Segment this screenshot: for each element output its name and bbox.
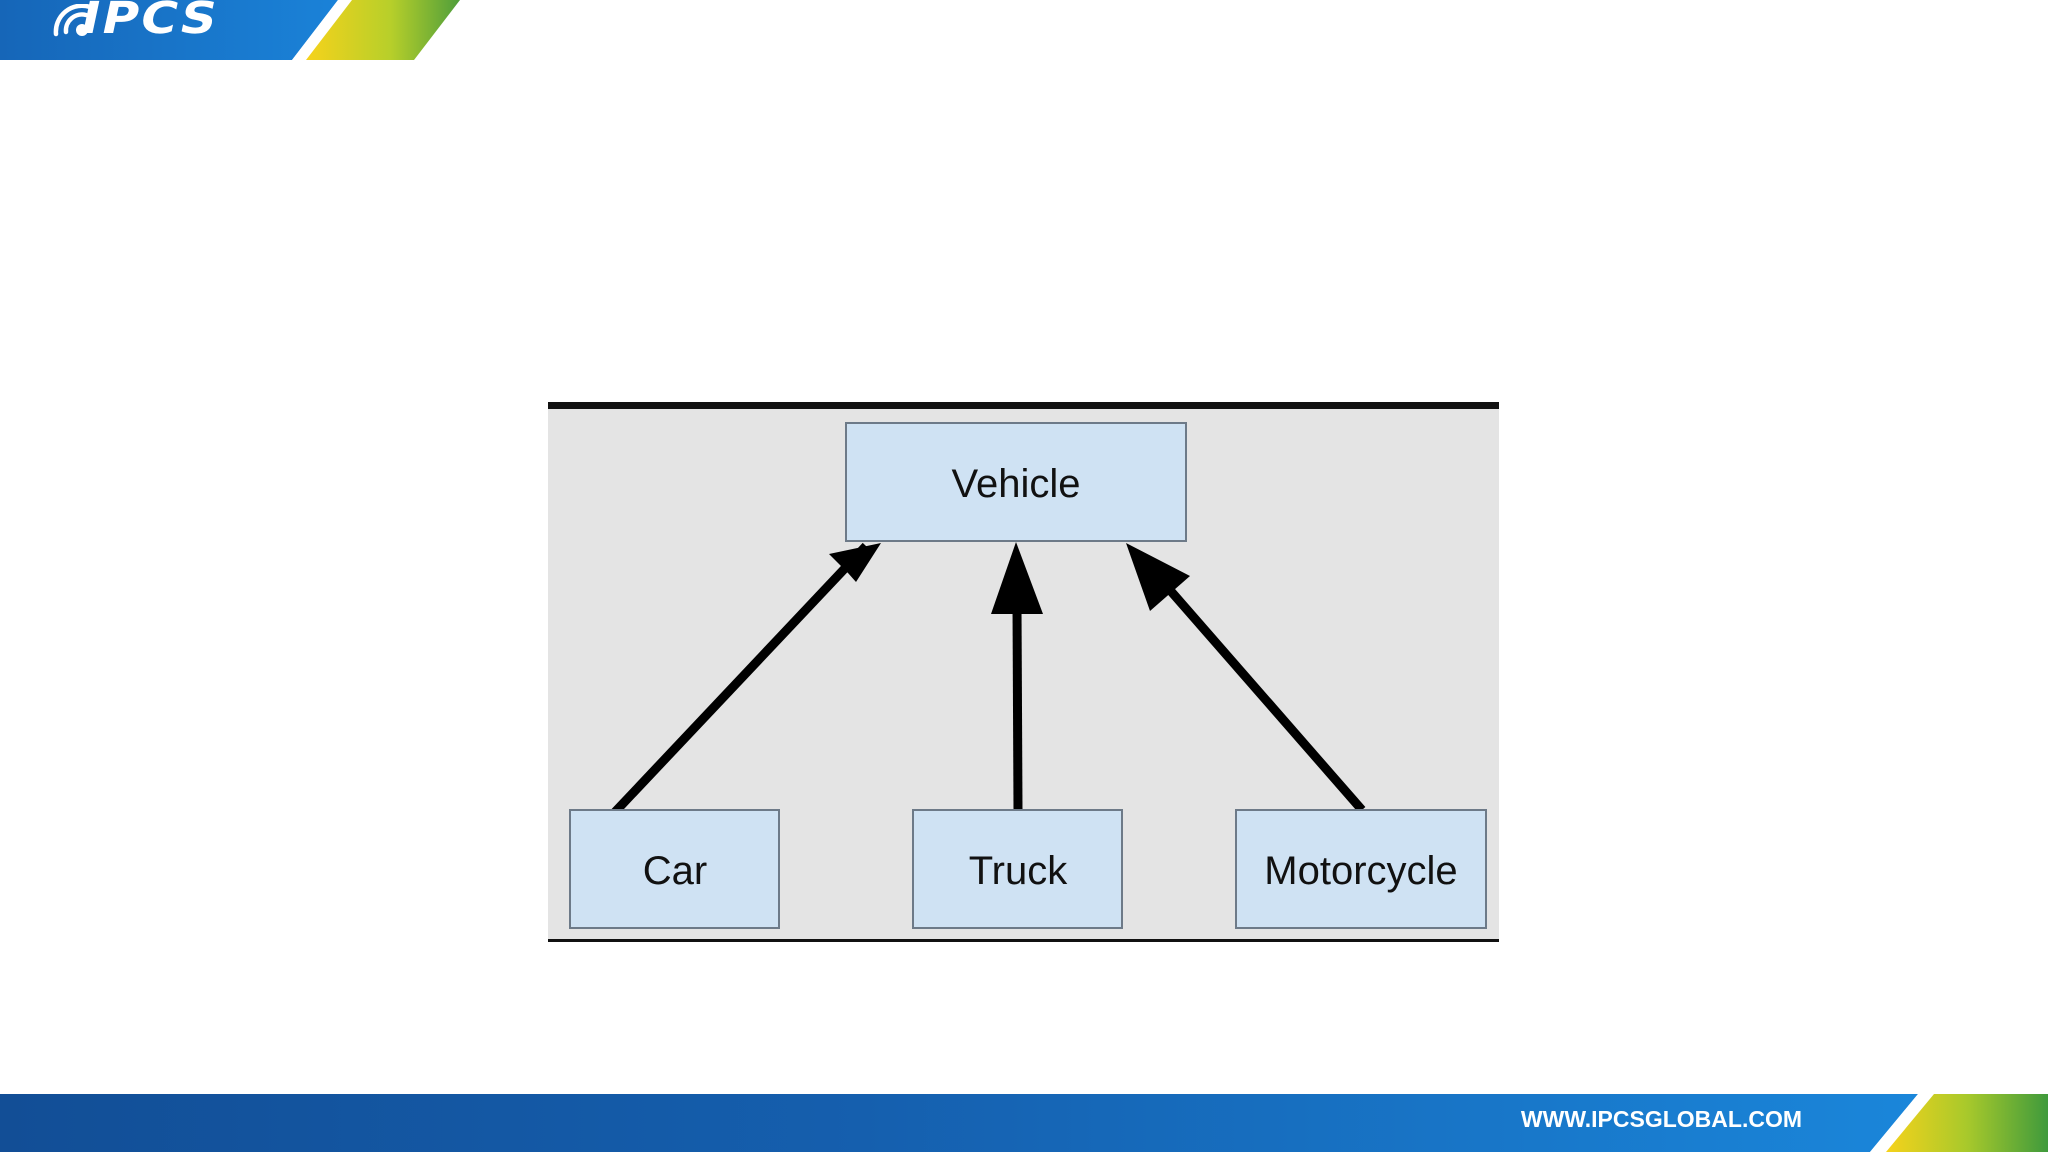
arrow-car-to-vehicle xyxy=(611,542,881,816)
arrow-truck-to-vehicle xyxy=(991,542,1043,811)
node-car: Car xyxy=(569,809,780,929)
node-vehicle: Vehicle xyxy=(845,422,1187,542)
footer-white-stripe xyxy=(1870,1094,1934,1152)
footer-color-stripe xyxy=(1886,1094,2048,1152)
footer-banner xyxy=(0,1094,2048,1152)
brand-logo-text: IPCS xyxy=(76,0,225,44)
node-truck-label: Truck xyxy=(969,849,1069,893)
footer-website-text: WWW.IPCSGLOBAL.COM xyxy=(1520,1106,1802,1132)
wifi-logo-icon xyxy=(53,4,93,37)
arrow-motorcycle-to-vehicle xyxy=(1126,543,1366,813)
banner-color-stripe xyxy=(306,0,460,60)
diagram-top-border xyxy=(548,402,1499,409)
node-truck: Truck xyxy=(912,809,1123,929)
node-vehicle-label: Vehicle xyxy=(952,462,1081,506)
banner-white-stripe xyxy=(292,0,352,60)
inheritance-diagram: Vehicle Car Truck Motorcycle xyxy=(548,402,1499,942)
footer-blue-shape xyxy=(0,1094,1918,1152)
node-motorcycle: Motorcycle xyxy=(1235,809,1487,929)
node-car-label: Car xyxy=(643,849,707,893)
node-motorcycle-label: Motorcycle xyxy=(1264,849,1457,893)
diagram-bottom-border xyxy=(548,939,1499,942)
